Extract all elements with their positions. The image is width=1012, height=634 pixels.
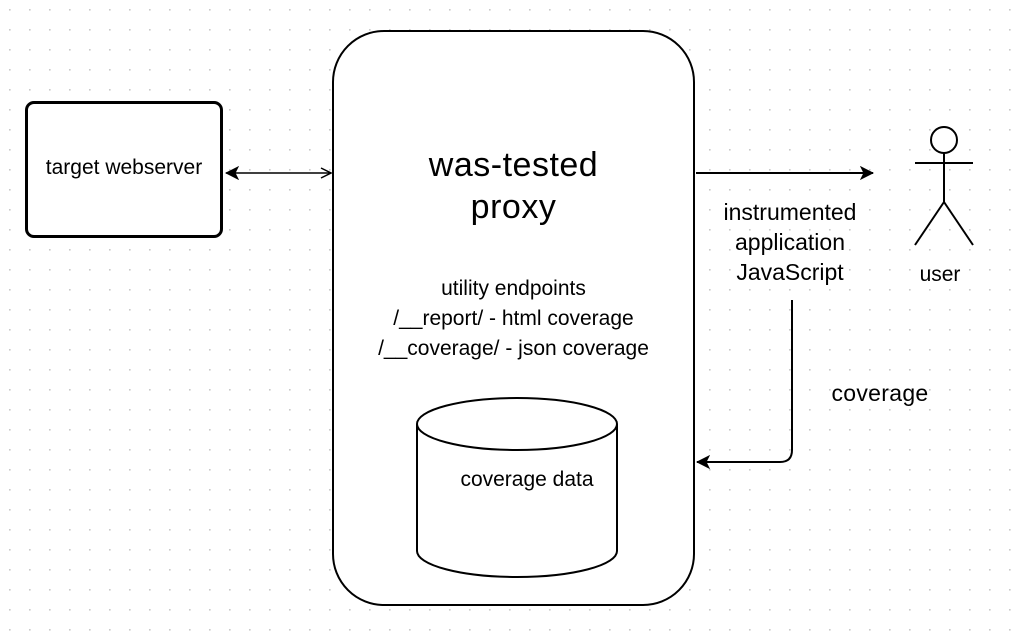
target-webserver-node: target webserver xyxy=(25,101,223,238)
endpoints-heading: utility endpoints xyxy=(441,277,586,300)
proxy-title: was-tested proxy xyxy=(334,144,693,228)
instrumented-js-label: instrumented application JavaScript xyxy=(690,197,890,287)
instrumented-line2: application xyxy=(735,229,845,255)
proxy-title-line1: was-tested xyxy=(428,146,599,184)
endpoint-coverage: /__coverage/ - json coverage xyxy=(378,337,649,360)
instrumented-line1: instrumented xyxy=(723,199,857,225)
instrumented-line3: JavaScript xyxy=(736,259,844,285)
utility-endpoints-text: utility endpoints /__report/ - html cove… xyxy=(334,274,693,364)
coverage-edge-label: coverage xyxy=(831,380,929,406)
proxy-title-line2: proxy xyxy=(470,188,557,226)
edge-coverage-to-proxy xyxy=(697,300,793,462)
user-actor-icon xyxy=(914,126,974,246)
endpoint-report: /__report/ - html coverage xyxy=(393,307,634,330)
coverage-data-label: coverage data xyxy=(460,468,594,491)
user-label: user xyxy=(919,263,961,286)
target-webserver-label: target webserver xyxy=(45,156,203,179)
